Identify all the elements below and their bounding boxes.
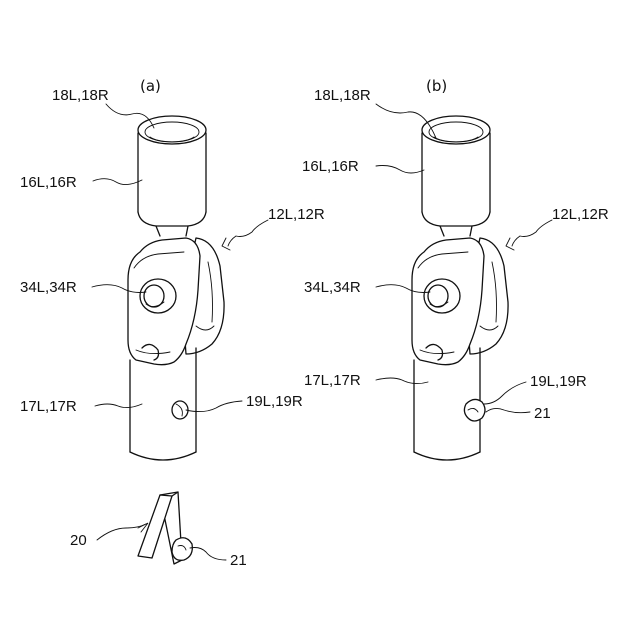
label-34-b: 34L,34R xyxy=(304,279,361,296)
label-21-b: 21 xyxy=(534,405,551,422)
label-19-b: 19L,19R xyxy=(530,373,587,390)
label-18-a: 18L,18R xyxy=(52,87,109,104)
label-18-b: 18L,18R xyxy=(314,87,371,104)
label-34-a: 34L,34R xyxy=(20,279,77,296)
figure-a: (a) xyxy=(20,77,325,569)
label-17-a: 17L,17R xyxy=(20,398,77,415)
figure-b: (b) xyxy=(302,77,609,460)
label-16-a: 16L,16R xyxy=(20,174,77,191)
pivot-bracket-b xyxy=(412,238,508,365)
label-17-b: 17L,17R xyxy=(304,372,361,389)
label-12-b: 12L,12R xyxy=(552,206,609,223)
upper-tube-a xyxy=(138,116,206,236)
panel-label-b: (b) xyxy=(426,77,447,95)
label-19-a: 19L,19R xyxy=(246,393,303,410)
pin-20-21 xyxy=(138,492,192,564)
panel-label-a: (a) xyxy=(140,77,161,95)
label-12-a: 12L,12R xyxy=(268,206,325,223)
label-20: 20 xyxy=(70,532,87,549)
upper-tube-b xyxy=(422,116,490,236)
pivot-bracket-a xyxy=(128,238,224,365)
label-21-a: 21 xyxy=(230,552,247,569)
label-16-b: 16L,16R xyxy=(302,158,359,175)
